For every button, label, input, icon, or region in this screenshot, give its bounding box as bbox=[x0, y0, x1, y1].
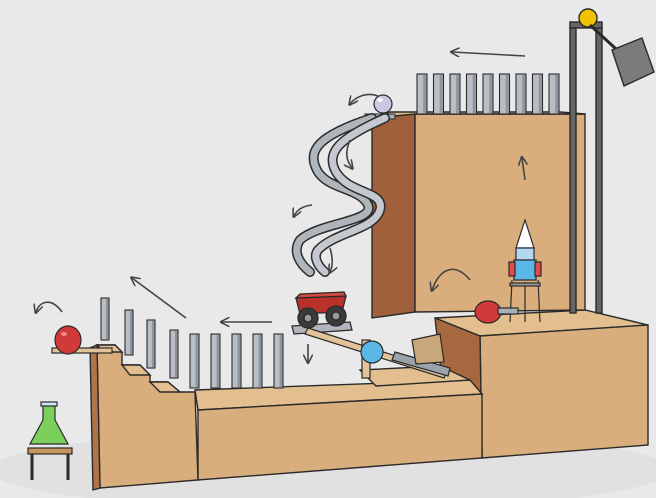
domino-shade bbox=[279, 335, 283, 387]
domino bbox=[231, 333, 242, 389]
domino-shade bbox=[439, 75, 443, 113]
domino-shade bbox=[522, 75, 526, 113]
domino bbox=[432, 73, 445, 115]
tall-tower bbox=[371, 111, 586, 319]
bottom-long-block bbox=[194, 365, 484, 481]
domino bbox=[531, 73, 544, 115]
domino bbox=[465, 73, 478, 115]
domino bbox=[146, 319, 156, 369]
rocket bbox=[508, 218, 542, 323]
domino bbox=[210, 333, 221, 389]
domino-shade bbox=[456, 75, 460, 113]
domino-shade bbox=[555, 75, 559, 113]
domino-shade bbox=[237, 335, 241, 387]
domino bbox=[169, 329, 179, 379]
domino-shade bbox=[505, 75, 509, 113]
domino bbox=[100, 297, 110, 341]
domino-shade bbox=[105, 299, 109, 339]
domino-shade bbox=[472, 75, 476, 113]
domino bbox=[548, 73, 560, 115]
domino-shade bbox=[129, 311, 133, 354]
domino bbox=[515, 73, 527, 115]
domino bbox=[124, 309, 134, 356]
domino bbox=[273, 333, 284, 389]
domino-row-bottom bbox=[189, 333, 284, 389]
domino bbox=[498, 73, 511, 115]
domino-shade bbox=[151, 321, 155, 367]
domino-shade bbox=[489, 75, 493, 113]
domino-shade bbox=[195, 335, 199, 387]
red-bulb-horn bbox=[474, 300, 519, 324]
domino-row-top bbox=[416, 73, 560, 115]
domino bbox=[252, 333, 263, 389]
domino bbox=[189, 333, 200, 389]
red-cart bbox=[291, 291, 353, 335]
domino-shade bbox=[174, 331, 178, 377]
domino bbox=[416, 73, 428, 115]
marble bbox=[373, 94, 393, 114]
flask bbox=[27, 401, 73, 480]
seesaw-lever bbox=[304, 327, 451, 379]
domino-shade bbox=[216, 335, 220, 387]
left-stairs-block bbox=[89, 343, 199, 491]
spiral-tube bbox=[291, 113, 390, 277]
red-apple bbox=[51, 325, 113, 355]
domino-row-stairs bbox=[100, 297, 179, 379]
hammer-pendulum bbox=[569, 8, 655, 314]
domino bbox=[449, 73, 461, 115]
blue-ball bbox=[360, 340, 384, 364]
domino-shade bbox=[538, 75, 542, 113]
domino bbox=[482, 73, 494, 115]
domino-shade bbox=[423, 75, 427, 113]
domino-shade bbox=[258, 335, 262, 387]
motion-arrows bbox=[36, 52, 525, 362]
